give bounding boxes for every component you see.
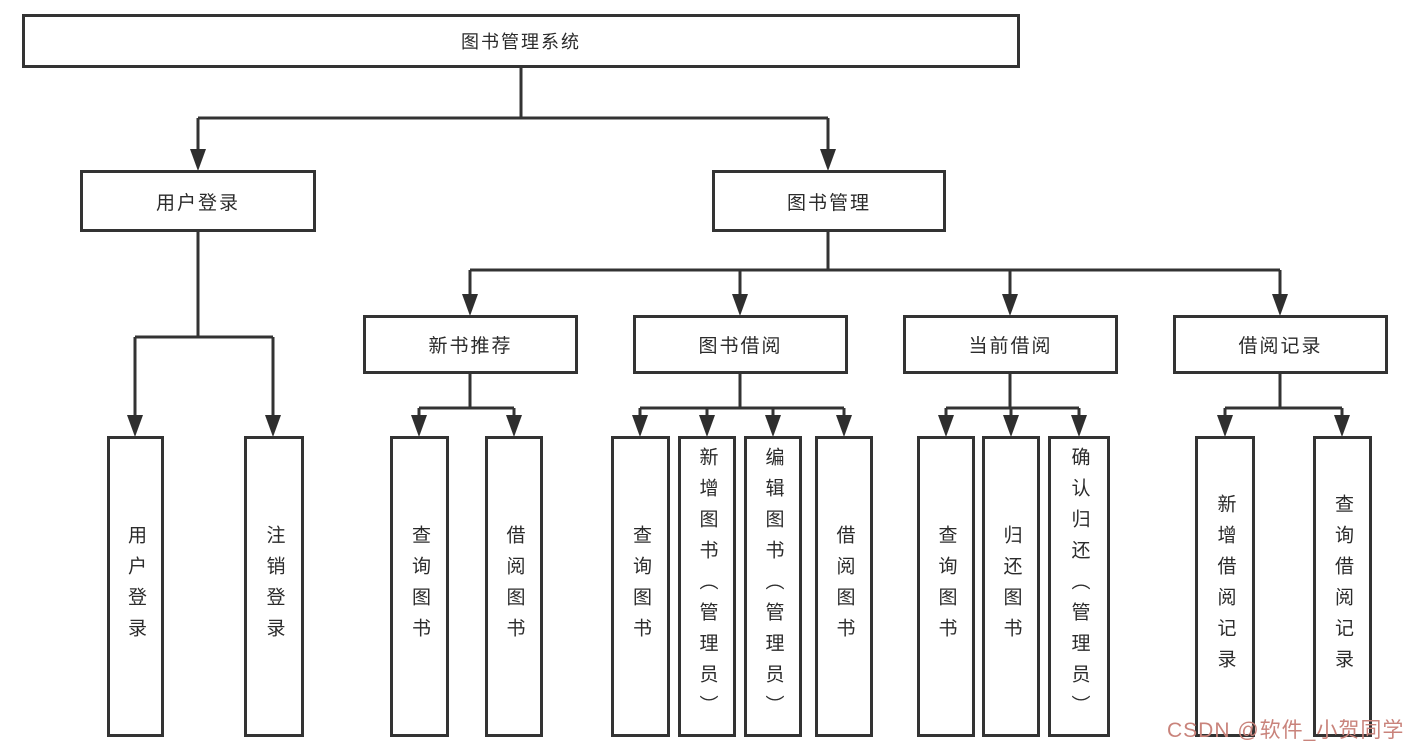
leaf-borrow-books-recommend-label: 借阅图书 bbox=[503, 524, 525, 649]
leaf-query-books-current: 查询图书 bbox=[917, 436, 975, 737]
leaf-add-book-admin: 新增图书（管理员） bbox=[678, 436, 736, 737]
node-book-management-label: 图书管理 bbox=[786, 192, 871, 214]
node-new-book-recommend: 新书推荐 bbox=[363, 315, 578, 374]
leaf-query-borrow-record: 查询借阅记录 bbox=[1313, 436, 1372, 737]
node-current-borrow-label: 当前借阅 bbox=[968, 336, 1053, 357]
node-borrow-records-label: 借阅记录 bbox=[1238, 336, 1323, 357]
leaf-edit-book-admin: 编辑图书（管理员） bbox=[744, 436, 802, 737]
watermark: CSDN @软件_小贺同学 bbox=[1167, 719, 1405, 742]
leaf-add-book-admin-label: 新增图书（管理员） bbox=[696, 447, 718, 726]
leaf-confirm-return-admin: 确认归还（管理员） bbox=[1048, 436, 1110, 737]
leaf-query-books-recommend: 查询图书 bbox=[390, 436, 449, 737]
leaf-confirm-return-admin-label: 确认归还（管理员） bbox=[1068, 447, 1090, 726]
leaf-add-borrow-record: 新增借阅记录 bbox=[1195, 436, 1255, 737]
node-user-login-label: 用户登录 bbox=[155, 192, 240, 214]
leaf-query-books-recommend-label: 查询图书 bbox=[409, 524, 430, 649]
node-current-borrow: 当前借阅 bbox=[903, 315, 1118, 374]
leaf-user-login-label: 用户登录 bbox=[125, 524, 146, 649]
leaf-borrow-books: 借阅图书 bbox=[815, 436, 873, 737]
leaf-logout: 注销登录 bbox=[244, 436, 304, 737]
leaf-borrow-books-label: 借阅图书 bbox=[833, 524, 855, 649]
leaf-add-borrow-record-label: 新增借阅记录 bbox=[1214, 493, 1236, 680]
leaf-return-book-label: 归还图书 bbox=[1000, 524, 1022, 649]
leaf-query-borrow-record-label: 查询借阅记录 bbox=[1332, 493, 1353, 680]
leaf-query-books-current-label: 查询图书 bbox=[935, 524, 957, 649]
leaf-logout-label: 注销登录 bbox=[263, 524, 285, 649]
node-borrow-records: 借阅记录 bbox=[1173, 315, 1388, 374]
node-user-login: 用户登录 bbox=[80, 170, 316, 232]
leaf-user-login: 用户登录 bbox=[107, 436, 164, 737]
node-new-book-recommend-label: 新书推荐 bbox=[428, 336, 513, 357]
node-root-label: 图书管理系统 bbox=[461, 32, 581, 52]
leaf-return-book: 归还图书 bbox=[982, 436, 1040, 737]
node-book-management: 图书管理 bbox=[712, 170, 946, 232]
leaf-query-books-borrow-label: 查询图书 bbox=[630, 524, 651, 649]
leaf-borrow-books-recommend: 借阅图书 bbox=[485, 436, 543, 737]
leaf-query-books-borrow: 查询图书 bbox=[611, 436, 670, 737]
leaf-edit-book-admin-label: 编辑图书（管理员） bbox=[762, 447, 784, 726]
arrow-down-icon bbox=[127, 149, 1350, 437]
node-book-borrow: 图书借阅 bbox=[633, 315, 848, 374]
node-root: 图书管理系统 bbox=[22, 14, 1020, 68]
node-book-borrow-label: 图书借阅 bbox=[698, 336, 783, 357]
